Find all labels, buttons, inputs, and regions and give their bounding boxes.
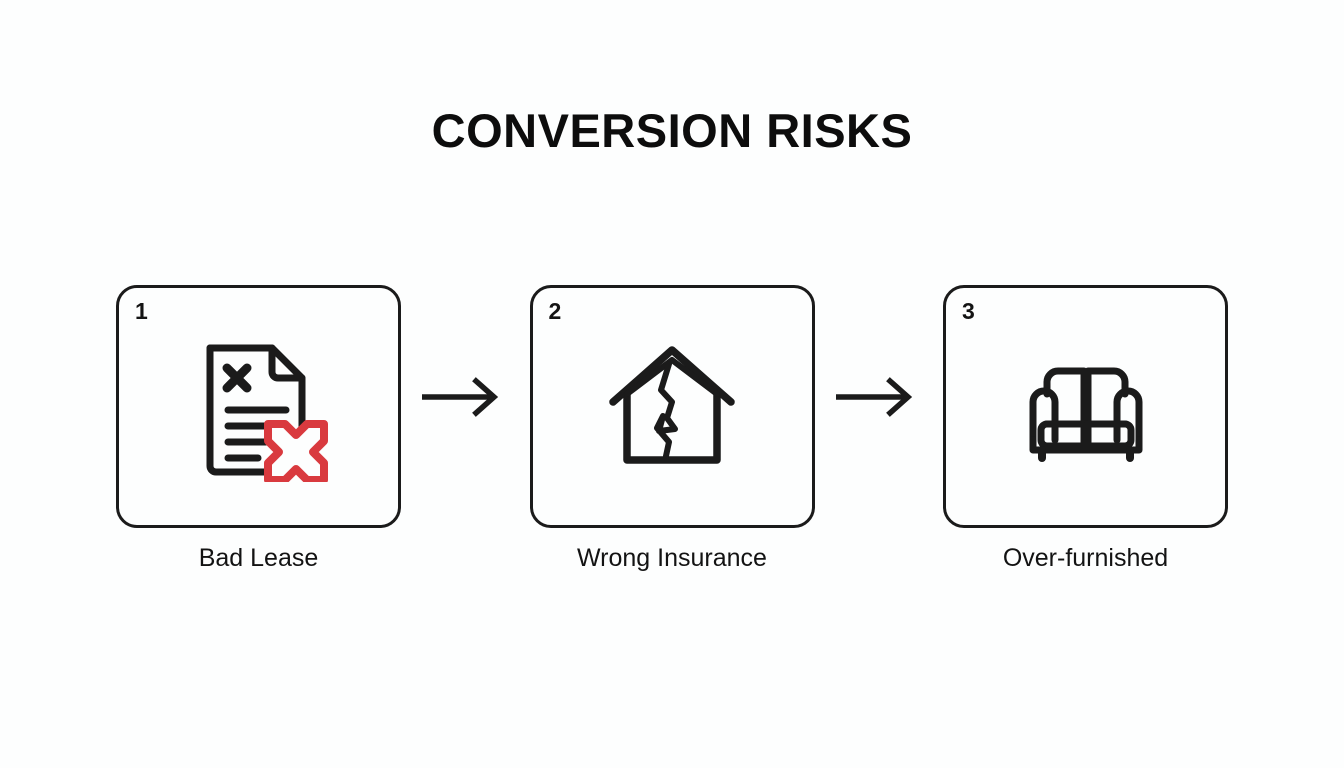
step-card-3[interactable]: 3 <box>943 285 1228 528</box>
arrow-right-icon-1 <box>415 374 515 420</box>
step-caption-1: Bad Lease <box>198 544 319 572</box>
step-number-2: 2 <box>548 298 562 324</box>
arrow-right-icon-2 <box>829 374 929 420</box>
risk-flow-diagram: 1 <box>116 285 1228 572</box>
flow-step-1[interactable]: 1 <box>116 285 401 572</box>
page-title: CONVERSION RISKS <box>431 104 913 157</box>
step-caption-3: Over-furnished <box>1002 544 1169 572</box>
sofa-icon <box>1006 327 1166 487</box>
cracked-house-icon <box>592 327 752 487</box>
step-card-2[interactable]: 2 <box>529 285 815 528</box>
step-number-1: 1 <box>135 298 148 324</box>
flow-step-2[interactable]: 2 Wrong Insurance <box>529 285 815 572</box>
step-card-1[interactable]: 1 <box>116 285 401 528</box>
step-caption-2: Wrong Insurance <box>577 544 767 572</box>
document-rejected-icon <box>179 327 339 487</box>
flow-step-3[interactable]: 3 <box>943 285 1228 572</box>
step-number-3: 3 <box>962 298 975 324</box>
